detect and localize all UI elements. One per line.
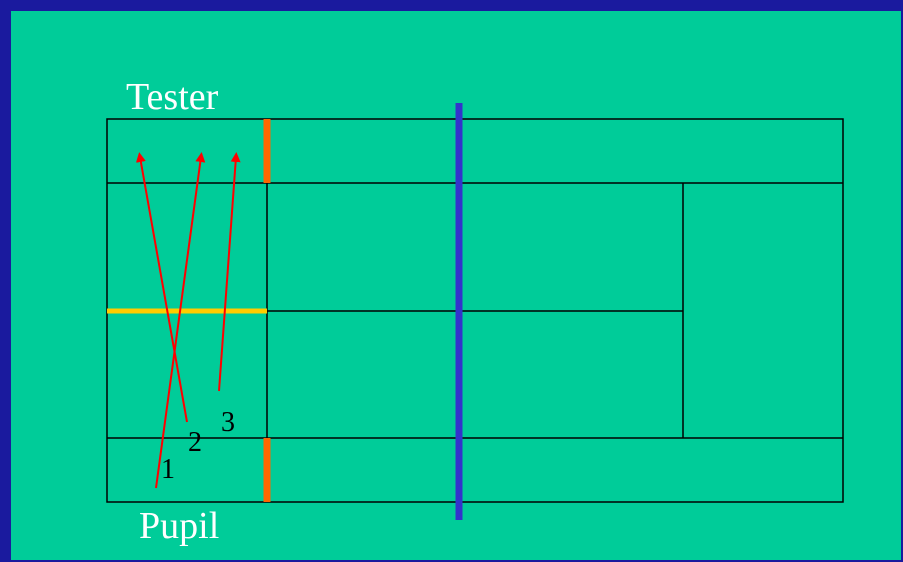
throw-number-1: 1 [161,454,175,485]
throw-arrow-1 [155,152,206,489]
throw-arrows [135,152,241,489]
tester-label: Tester [126,76,219,118]
throw-number-2: 2 [188,427,202,458]
throw-number-3: 3 [221,407,235,438]
throw-arrow-3 [218,152,241,392]
pupil-label: Pupil [139,505,220,547]
throw-arrow-2 [135,152,188,423]
